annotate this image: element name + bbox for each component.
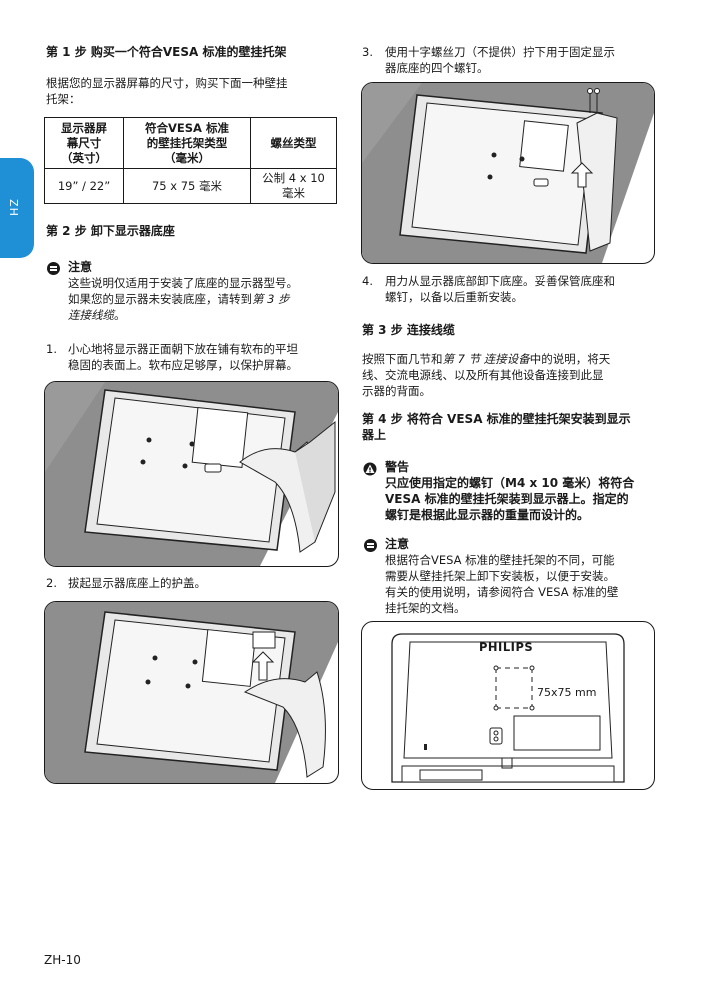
language-tab: ZH	[0, 158, 34, 258]
header-screen-size: 显示器屏 幕尺寸 （英寸）	[44, 117, 124, 169]
item1-line2: 稳固的表面上。软布应足够厚，以保护屏幕。	[68, 358, 298, 372]
note1-label: 注意	[68, 260, 93, 274]
note1-connect-link[interactable]: 连接线缆	[68, 308, 114, 322]
step3-text-cont: 中的说明，将天	[529, 352, 611, 366]
step3-connect-link[interactable]: 第 7 节 连接设备	[442, 352, 530, 366]
note1-period: 。	[114, 308, 126, 322]
note-icon	[47, 262, 60, 275]
step1-intro-line1: 根据您的显示器屏幕的尺寸，购买下面一种壁挂	[46, 76, 288, 90]
item3-number: 3.	[362, 45, 373, 59]
note-icon	[364, 539, 377, 552]
warning-label: 警告	[385, 460, 410, 474]
warning-line2: VESA 标准的壁挂托架装到显示器上。指定的	[385, 492, 629, 506]
item3-line2: 器底座的四个螺钉。	[385, 61, 489, 75]
warning-line1: 只应使用指定的螺钉（M4 x 10 毫米）将符合	[385, 476, 635, 490]
vesa-rear-illustration	[391, 633, 625, 783]
table-header-row: 显示器屏 幕尺寸 （英寸） 符合VESA 标准 的壁挂托架类型 （毫米） 螺丝类…	[44, 117, 337, 169]
figure-remove-cover	[44, 601, 339, 784]
figure-monitor-face-down	[44, 381, 339, 567]
item2-number: 2.	[46, 576, 57, 590]
header-cell-line: 符合VESA 标准	[145, 120, 229, 135]
cell-screw-line1: 公制 4 x 10	[262, 171, 325, 185]
cell-screw-line2: 毫米	[282, 186, 305, 200]
item3-line1: 使用十字螺丝刀（不提供）拧下用于固定显示	[385, 45, 615, 59]
note2-line1: 根据符合VESA 标准的壁挂托架的不同，可能	[385, 553, 615, 567]
item4-line1: 用力从显示器底部卸下底座。妥善保管底座和	[385, 274, 615, 288]
note1-line2-text: 如果您的显示器未安装底座，请转到	[68, 292, 252, 306]
note1-line3: 连接线缆。	[68, 307, 126, 323]
item1-line1: 小心地将显示器正面朝下放在铺有软布的平坦	[68, 342, 298, 356]
header-cell-line: 显示器屏	[61, 120, 107, 135]
item4-number: 4.	[362, 274, 373, 288]
bracket-spec-table: 显示器屏 幕尺寸 （英寸） 符合VESA 标准 的壁挂托架类型 （毫米） 螺丝类…	[44, 117, 337, 204]
header-cell-line: （英寸）	[61, 150, 107, 165]
warning-line3: 螺钉是根据此显示器的重量而设计的。	[385, 508, 590, 522]
note2-line2: 需要从壁挂托架上卸下安装板，以便于安装。	[385, 569, 615, 583]
table-row: 19” / 22” 75 x 75 毫米 公制 4 x 10 毫米	[44, 168, 337, 204]
item1-number: 1.	[46, 342, 57, 356]
step3-line1: 按照下面几节和第 7 节 连接设备中的说明，将天	[362, 351, 610, 367]
step3-line2: 线、交流电源线、以及所有其他设备连接到此显	[362, 368, 604, 382]
cell-screen-size: 19” / 22”	[44, 168, 124, 204]
note1-step3-link[interactable]: 第 3 步	[252, 292, 290, 306]
warning-icon	[363, 462, 377, 476]
cell-bracket-type: 75 x 75 毫米	[123, 168, 251, 204]
header-screw-type: 螺丝类型	[250, 117, 337, 169]
header-bracket-type: 符合VESA 标准 的壁挂托架类型 （毫米）	[123, 117, 251, 169]
note2-line3: 有关的使用说明，请参阅符合 VESA 标准的壁	[385, 585, 619, 599]
note1-line1: 这些说明仅适用于安装了底座的显示器型号。	[68, 276, 298, 290]
header-cell-line: 的壁挂托架类型	[146, 135, 228, 150]
figure-vesa-rear: PHILIPS 75x75 mm	[361, 621, 655, 790]
step4-heading-line2: 器上	[362, 428, 387, 442]
philips-brand-label: PHILIPS	[479, 640, 534, 654]
step1-heading: 第 1 步 购买一个符合VESA 标准的壁挂托架	[46, 45, 287, 59]
header-cell-line: 螺丝类型	[270, 135, 317, 150]
item4-line2: 螺钉，以备以后重新安装。	[385, 290, 523, 304]
item2-line1: 拔起显示器底座上的护盖。	[68, 576, 206, 590]
note2-label: 注意	[385, 537, 410, 551]
note2-line4: 挂托架的文档。	[385, 601, 466, 615]
step4-heading-line1: 第 4 步 将符合 VESA 标准的壁挂托架安装到显示	[362, 412, 631, 426]
remove-screws-illustration	[362, 83, 654, 263]
step2-heading: 第 2 步 卸下显示器底座	[46, 224, 175, 238]
figure-remove-screws	[361, 82, 655, 264]
header-cell-line: 幕尺寸	[66, 135, 102, 150]
cell-screw-type: 公制 4 x 10 毫米	[250, 168, 337, 204]
vesa-size-label: 75x75 mm	[537, 686, 597, 699]
remove-cover-illustration	[45, 602, 338, 783]
step1-intro-line2: 托架：	[46, 92, 81, 106]
step3-line3: 示器的背面。	[362, 384, 431, 398]
note1-line2: 如果您的显示器未安装底座，请转到第 3 步	[68, 291, 290, 307]
page-number: ZH-10	[44, 953, 81, 967]
monitor-face-down-illustration	[45, 382, 338, 566]
header-cell-line: （毫米）	[164, 150, 210, 165]
language-tab-label: ZH	[6, 199, 20, 217]
step3-text: 按照下面几节和	[362, 352, 443, 366]
step3-heading: 第 3 步 连接线缆	[362, 323, 455, 337]
